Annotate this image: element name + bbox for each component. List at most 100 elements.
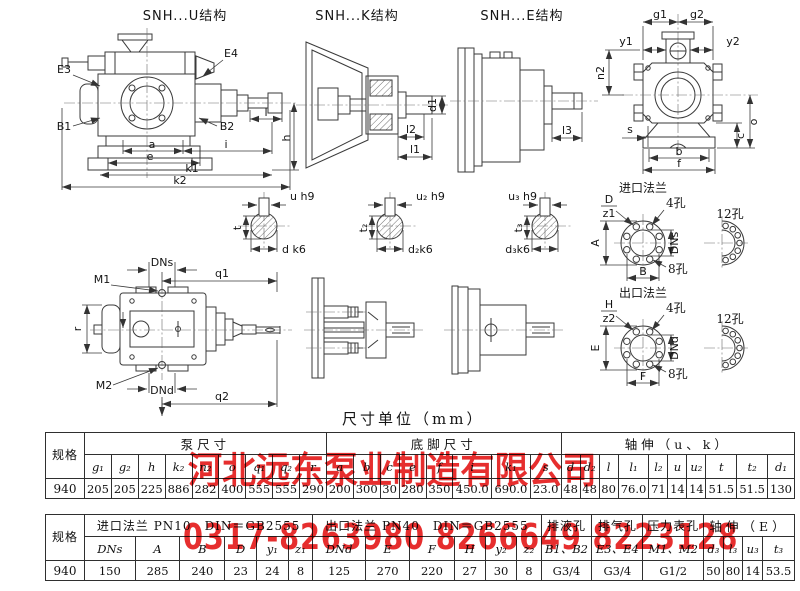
dim-D-label: D [605, 193, 613, 206]
t1-value-3: 225 [137, 478, 166, 499]
inlet-flange-drawing: 进口法兰 D z1 A B DNs 4孔 8孔 12孔 [589, 181, 748, 282]
t1-value-21: 76.0 [617, 478, 650, 499]
dim-d3-label: d₃k6 [505, 243, 530, 256]
dim-i-label: i [224, 138, 227, 151]
t2-col-header-17: u₃ [742, 536, 763, 561]
t1-col-header-21: l₂ [648, 454, 669, 479]
t2-col-header-7: E [364, 536, 411, 561]
dim-t2-label: t₂ [357, 224, 370, 233]
t2-value-1: 150 [84, 560, 136, 581]
dim-b-label: b [676, 145, 683, 158]
dim-r-label: r [71, 326, 84, 331]
t2-value-3: 240 [179, 560, 226, 581]
dim-l-label: l [264, 106, 267, 119]
t1-value-22: 71 [648, 478, 669, 499]
t1-col-header-9: a [325, 454, 354, 479]
dim-e-label: e [147, 150, 154, 163]
dim-DNd-label: DNd [668, 336, 681, 360]
dim-DNs-plan-label: DNs [151, 256, 174, 269]
dim-d-label: d k6 [282, 243, 306, 256]
t1-value-14: 350 [425, 478, 454, 499]
t1-group-row: 规格 泵尺寸 底脚尺寸 轴伸（u、k） [45, 432, 796, 479]
t2-group-gauge-port: 压力表孔 [642, 514, 705, 537]
t2-value-14: G3/4 [591, 560, 644, 581]
dim-H-label: H [605, 298, 613, 311]
dim-c-label: c [734, 133, 747, 139]
outlet-12holes-label: 12孔 [716, 312, 743, 326]
t2-value-5: 24 [255, 560, 289, 581]
callout-B2: B2 [220, 120, 235, 133]
dim-d1-label: d1 [426, 98, 439, 112]
dim-q1-label: q1 [215, 267, 229, 280]
outlet-8holes-label: 8孔 [668, 367, 688, 381]
t1-spec-header: 规格 [45, 432, 85, 479]
t1-col-header-23: u₂ [686, 454, 707, 479]
dim-F-label: F [640, 370, 646, 383]
t2-col-header-18: t₃ [762, 536, 795, 561]
t2-col-header-0: DNs [84, 536, 136, 561]
t2-group-vent-port: 排气孔 [591, 514, 644, 537]
t1-col-header-6: q₁ [245, 454, 274, 479]
t1-value-6: 400 [218, 478, 247, 499]
k-plan-assembly-drawing [304, 277, 424, 379]
inlet-flange-title: 进口法兰 [619, 181, 667, 195]
t2-value-10: 27 [453, 560, 486, 581]
t2-value-13: G3/4 [540, 560, 593, 581]
t1-value-13: 280 [398, 478, 427, 499]
t1-col-header-10: b [352, 454, 381, 479]
t2-value-9: 220 [409, 560, 455, 581]
k-structure-title: SNH...K结构 [315, 9, 398, 24]
dim-DNs-label: DNs [668, 232, 681, 255]
dim-a-label: a [149, 138, 156, 151]
dim-f-label: f [677, 157, 682, 170]
unit-note: 尺寸单位（mm） [342, 410, 485, 428]
t1-value-17: 23.0 [529, 478, 562, 499]
t1-col-header-12: e [398, 454, 427, 479]
dim-l3-label: l3 [562, 124, 572, 137]
dim-E-label: E [589, 344, 602, 351]
t2-value-0: 940 [45, 560, 85, 581]
dim-s-label: s [627, 123, 633, 136]
outlet-flange-drawing: 出口法兰 H z2 E F DNd 4孔 8孔 12孔 [589, 286, 748, 387]
callout-B1: B1 [57, 120, 72, 133]
e-structure-drawing: SNH...E结构 l3 [450, 9, 598, 173]
dim-o-label: o [747, 118, 760, 125]
phone-watermark: 0317-8263980 8266649 8223128 [183, 517, 739, 558]
dim-z2-label: z2 [603, 312, 616, 325]
t1-col-header-22: u [667, 454, 688, 479]
callout-E4: E4 [224, 47, 238, 60]
t1-value-23: 14 [667, 478, 688, 499]
t2-value-17: 80 [722, 560, 744, 581]
dim-u2-label: u₂ h9 [416, 190, 445, 203]
t2-spec-header: 规格 [45, 514, 85, 561]
dim-u3-label: u₃ h9 [508, 190, 537, 203]
dim-y1-label: y1 [619, 35, 633, 48]
t1-value-5: 282 [191, 478, 220, 499]
t1-value-10: 200 [325, 478, 354, 499]
dim-B-label: B [639, 265, 647, 278]
t2-value-18: 14 [742, 560, 763, 581]
t1-col-header-14: i [452, 454, 493, 479]
flange-dimensions-table: 规格 进口法兰 PN10 DIN＝GB2555 出口法兰 PN40 DIN＝GB… [45, 514, 795, 581]
shaft-section-u: u h9 t d k6 [231, 190, 314, 256]
inlet-12holes-label: 12孔 [716, 207, 743, 221]
dim-k2-label: k2 [173, 174, 186, 187]
t2-value-19: 53.5 [762, 560, 795, 581]
t2-value-16: 50 [703, 560, 724, 581]
t2-col-header-3: D [224, 536, 257, 561]
t1-col-header-25: t₂ [736, 454, 769, 479]
t1-value-1: 205 [84, 478, 112, 499]
t2-value-15: G1/2 [642, 560, 705, 581]
dim-DNd-plan-label: DNd [150, 384, 174, 397]
t1-value-8: 555 [272, 478, 300, 499]
end-view-drawing: g1 g2 y1 y2 n2 o [594, 8, 760, 174]
e-structure-title: SNH...E结构 [480, 9, 563, 24]
dim-n2-label: n2 [594, 66, 607, 80]
t2-value-11: 30 [484, 560, 518, 581]
t1-col-header-2: h [137, 454, 166, 479]
t1-value-26: 51.5 [736, 478, 769, 499]
company-watermark: 河北远东泵业制造有限公司 [188, 449, 597, 492]
